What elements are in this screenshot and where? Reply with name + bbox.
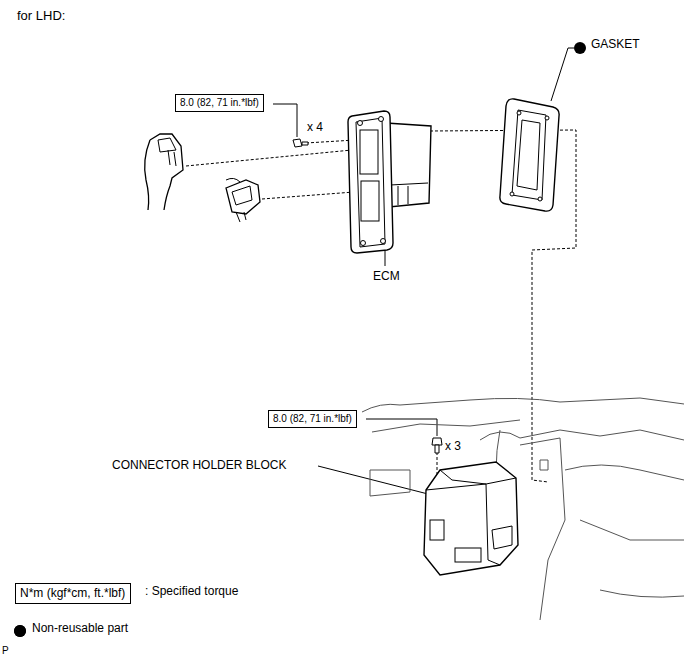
vehicle-body bbox=[362, 398, 684, 620]
dashed-assembly-line-part bbox=[306, 140, 355, 143]
connector-holder-block-part bbox=[492, 526, 512, 549]
connector-holder-block-part bbox=[430, 520, 444, 540]
legend-swatch bbox=[14, 625, 26, 637]
part-name: CONNECTOR HOLDER BLOCK bbox=[112, 459, 286, 473]
dashed-assembly-line-part bbox=[186, 150, 352, 166]
ecm-unit-part bbox=[356, 118, 385, 247]
leader-line-part bbox=[273, 104, 297, 137]
vehicle-body-part bbox=[600, 590, 684, 597]
connector-holder-block-part bbox=[440, 470, 486, 484]
ecm-connector-part bbox=[168, 150, 176, 166]
ecm-unit-part bbox=[379, 117, 384, 122]
leader-line-part bbox=[551, 48, 574, 101]
ecm-unit-part bbox=[386, 123, 431, 207]
legend-text: Non-reusable part bbox=[32, 622, 128, 636]
ecm-connector-part bbox=[226, 180, 260, 214]
quantity: x 3 bbox=[445, 440, 461, 454]
ecm-connector-part bbox=[150, 134, 183, 210]
ecm-unit-part bbox=[361, 241, 366, 246]
ecm-connector bbox=[145, 134, 260, 222]
part-name: ECM bbox=[373, 270, 400, 284]
quantity: x 4 bbox=[307, 121, 323, 135]
ecm-unit bbox=[348, 111, 431, 253]
bolt-symbol-part bbox=[432, 438, 442, 445]
ecm-connector-part bbox=[158, 138, 176, 152]
bolt-symbol-part bbox=[293, 139, 302, 147]
vehicle-body-part bbox=[370, 470, 410, 496]
ecm-unit-part bbox=[390, 183, 428, 185]
vehicle-body-part bbox=[520, 438, 565, 620]
bolt-symbol-part bbox=[435, 445, 439, 453]
dashed-assembly-line-part bbox=[262, 192, 354, 199]
ecm-unit-part bbox=[398, 186, 408, 205]
ecm-connector-part bbox=[226, 178, 240, 182]
vehicle-body-part bbox=[372, 420, 520, 432]
connector-holder-block bbox=[424, 462, 518, 575]
non-reusable-mark bbox=[14, 625, 26, 637]
non-reusable-mark-part bbox=[14, 625, 26, 637]
vehicle-body-part bbox=[565, 465, 684, 480]
torque-box: 8.0 (82, 71 in.*lbf) bbox=[175, 94, 264, 112]
page-marker: P bbox=[2, 645, 9, 657]
connector-holder-block-part bbox=[455, 548, 481, 562]
gasket-part bbox=[500, 99, 559, 211]
gasket-part bbox=[545, 116, 549, 120]
ecm-unit-part bbox=[361, 181, 379, 221]
ecm-unit-part bbox=[360, 130, 378, 174]
bolt-symbol-part bbox=[302, 142, 308, 145]
part-name: GASKET bbox=[591, 38, 640, 52]
gasket bbox=[500, 99, 559, 211]
torque-value: 8.0 (82, 71 in.*lbf) bbox=[273, 413, 352, 425]
vehicle-body-part bbox=[480, 430, 684, 440]
vehicle-body-part bbox=[540, 460, 548, 470]
torque-box: 8.0 (82, 71 in.*lbf) bbox=[268, 410, 357, 428]
ecm-connector-part bbox=[145, 140, 150, 210]
ecm-connector-part bbox=[232, 186, 252, 205]
vehicle-body-part bbox=[580, 520, 684, 540]
gasket-part bbox=[510, 192, 514, 196]
torque-value: 8.0 (82, 71 in.*lbf) bbox=[180, 97, 259, 109]
gasket-part bbox=[517, 120, 540, 190]
non-reusable-mark bbox=[574, 42, 586, 54]
non-reusable-mark-part bbox=[574, 42, 586, 54]
gasket-part bbox=[538, 197, 542, 201]
ecm-connector-part bbox=[236, 212, 246, 222]
ecm-unit-part bbox=[358, 121, 363, 126]
legend-text: : Specified torque bbox=[145, 585, 238, 599]
connector-holder-block-part bbox=[426, 478, 516, 565]
vehicle-body-part bbox=[362, 398, 684, 412]
gasket-part bbox=[512, 110, 546, 200]
torque-legend-box: N*m (kgf*cm, ft.*lbf) bbox=[15, 583, 131, 604]
connector-holder-block-part bbox=[424, 462, 518, 575]
ecm-unit-part bbox=[348, 111, 393, 253]
figure-title: for LHD: bbox=[17, 9, 65, 24]
ecm-unit-part bbox=[381, 239, 386, 244]
gasket-part bbox=[517, 111, 521, 115]
torque-value: N*m (kgf*cm, ft.*lbf) bbox=[20, 586, 126, 600]
